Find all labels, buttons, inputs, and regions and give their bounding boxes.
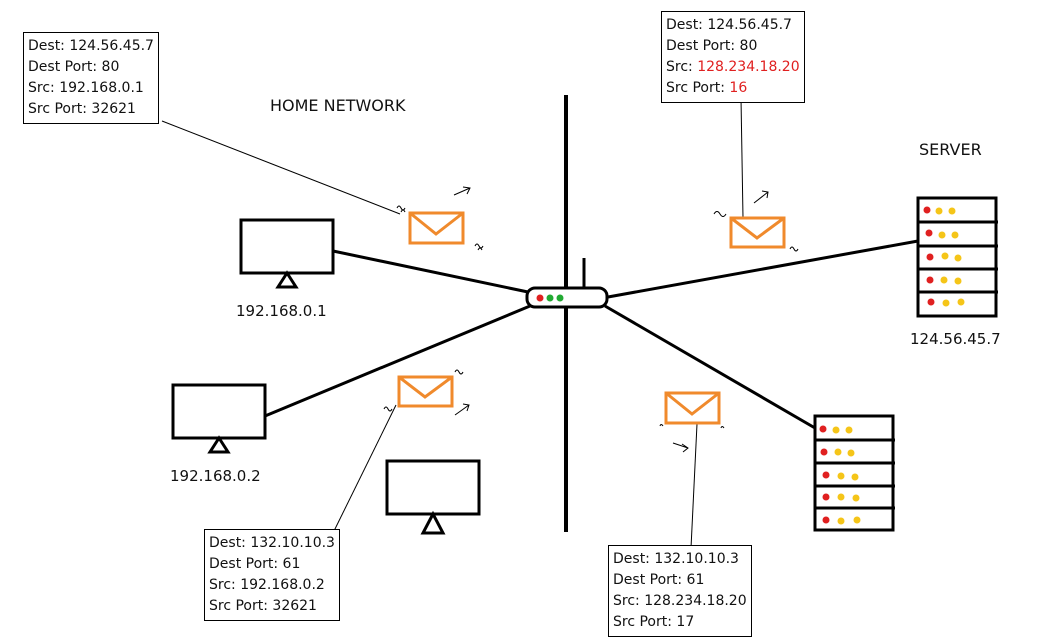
motion-squiggle-icon bbox=[396, 205, 406, 213]
server-leds bbox=[819, 425, 861, 525]
packet-dest-port: Dest Port: 80 bbox=[28, 59, 120, 75]
computer-pc3 bbox=[385, 459, 481, 535]
motion-arrow-icon bbox=[453, 186, 471, 196]
packet-src: Src: 192.168.0.1 bbox=[28, 80, 144, 96]
server-ip-label: 124.56.45.7 bbox=[910, 330, 1001, 348]
packet-src: Src: 192.168.0.2 bbox=[209, 577, 325, 593]
packet-src: Src: 128.234.18.20 bbox=[613, 593, 747, 609]
motion-arrow-icon bbox=[454, 403, 470, 416]
motion-squiggle-icon bbox=[383, 406, 393, 412]
links bbox=[264, 239, 919, 430]
envelope-packet-top-left bbox=[408, 211, 465, 245]
translated-src-ip: 128.234.18.20 bbox=[697, 59, 800, 75]
packet-dest-port: Dest Port: 80 bbox=[666, 38, 758, 54]
packet-src-port: Src Port: 16 bbox=[666, 80, 748, 96]
callout-line-top-left bbox=[161, 120, 401, 215]
packet-dest: Dest: 124.56.45.7 bbox=[28, 38, 154, 54]
packet-info-box-bottom-left: Dest: 132.10.10.3 Dest Port: 61 Src: 192… bbox=[204, 529, 340, 621]
motion-squiggle-icon bbox=[659, 424, 725, 429]
router-body bbox=[525, 286, 609, 309]
motion-squiggle-icon bbox=[789, 246, 799, 252]
envelope-packet-bottom-left bbox=[397, 375, 454, 408]
packet-dest: Dest: 132.10.10.3 bbox=[613, 551, 739, 567]
router-led-green-2 bbox=[556, 294, 564, 302]
packet-dest-port: Dest Port: 61 bbox=[209, 556, 301, 572]
packet-dest: Dest: 132.10.10.3 bbox=[209, 535, 335, 551]
monitor-stand bbox=[207, 435, 231, 454]
link-router-server bbox=[607, 239, 919, 299]
packet-dest: Dest: 124.56.45.7 bbox=[666, 17, 792, 33]
computer-pc1 bbox=[239, 218, 335, 289]
link-pc2-router bbox=[264, 304, 531, 418]
link-router-server2 bbox=[604, 304, 816, 430]
packet-src-port: Src Port: 17 bbox=[613, 614, 695, 630]
server-title: SERVER bbox=[919, 140, 982, 159]
callout-line-bottom-left bbox=[333, 404, 397, 532]
monitor-screen bbox=[171, 383, 267, 440]
packet-info-box-top-left: Dest: 124.56.45.7 Dest Port: 80 Src: 192… bbox=[23, 32, 159, 124]
callout-line-top-right bbox=[740, 97, 744, 219]
server-leds bbox=[923, 206, 965, 307]
motion-squiggle-icon bbox=[713, 211, 727, 217]
pc2-ip-label: 192.168.0.2 bbox=[170, 467, 261, 485]
packet-info-box-top-right: Dest: 124.56.45.7 Dest Port: 80 Src: 128… bbox=[661, 11, 805, 103]
router bbox=[525, 258, 609, 309]
monitor-screen bbox=[385, 459, 481, 516]
envelope-packet-bottom-right bbox=[664, 391, 721, 425]
packet-src-port: Src Port: 32621 bbox=[209, 598, 317, 614]
link-pc1-router bbox=[332, 249, 529, 294]
monitor-stand bbox=[420, 510, 446, 535]
packet-dest-port: Dest Port: 61 bbox=[613, 572, 705, 588]
callout-lines bbox=[161, 97, 744, 549]
computer-pc2 bbox=[171, 383, 267, 454]
motion-arrow-icon bbox=[753, 190, 769, 204]
packet-src-port: Src Port: 32621 bbox=[28, 101, 136, 117]
envelope-packet-top-right bbox=[729, 216, 786, 249]
monitor-screen bbox=[239, 218, 335, 275]
translated-src-port: 16 bbox=[729, 80, 748, 96]
router-led-red bbox=[536, 294, 544, 302]
monitor-stand bbox=[275, 270, 299, 289]
packet-src: Src: 128.234.18.20 bbox=[666, 59, 800, 75]
home-network-title: HOME NETWORK bbox=[270, 96, 406, 115]
pc1-ip-label: 192.168.0.1 bbox=[236, 302, 327, 320]
callout-line-bottom-right bbox=[690, 423, 698, 549]
motion-marks bbox=[383, 186, 799, 453]
motion-arrow-icon bbox=[672, 442, 689, 453]
server-rack-secondary bbox=[813, 414, 895, 532]
motion-squiggle-icon bbox=[474, 243, 484, 251]
packet-info-box-bottom-right: Dest: 132.10.10.3 Dest Port: 61 Src: 128… bbox=[608, 545, 752, 637]
server-rack-main bbox=[916, 196, 998, 318]
motion-squiggle-icon bbox=[454, 369, 464, 375]
router-led-green-1 bbox=[546, 294, 554, 302]
